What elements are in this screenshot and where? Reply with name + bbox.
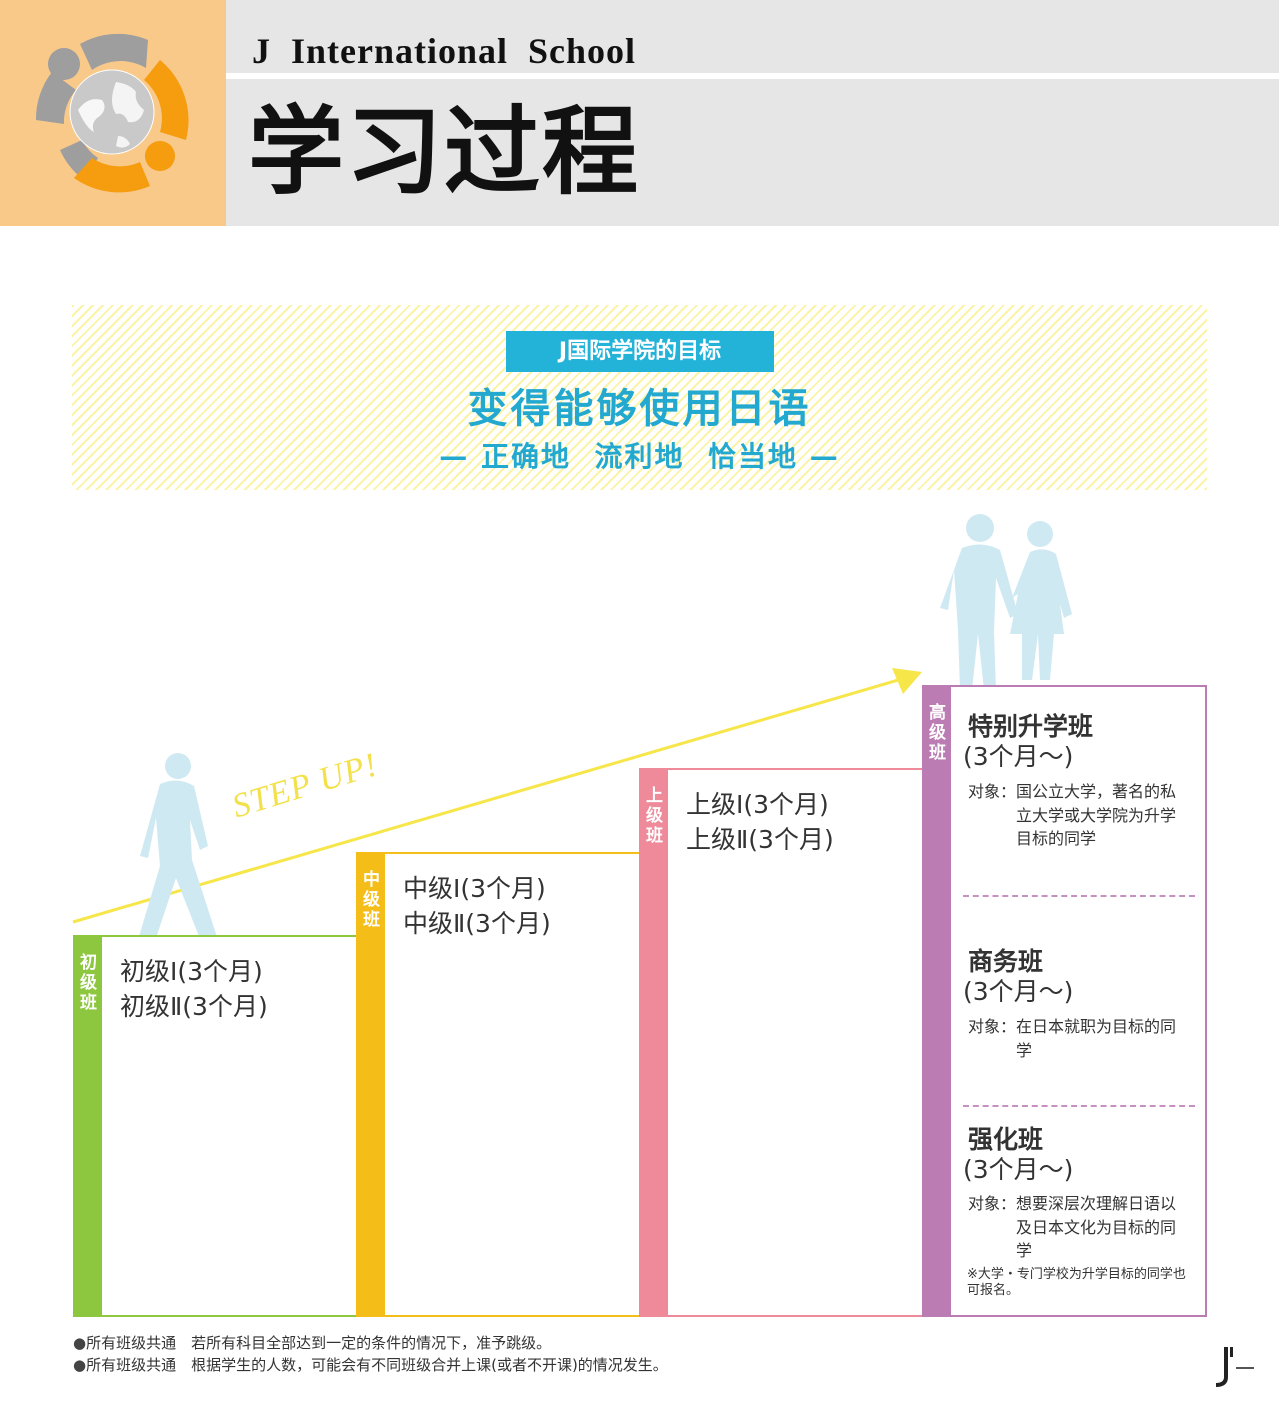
logo-orange-arc-bottom	[74, 158, 150, 193]
logo-gray-arc-left	[35, 72, 76, 124]
course-special-duration: (3个月～)	[963, 742, 1074, 771]
course-intensive-name: 强化班	[968, 1125, 1044, 1154]
logo-orange-arc-right	[144, 60, 189, 140]
course-special-name: 特别升学班	[968, 712, 1094, 741]
course-special-target-text: 国公立大学，著名的私立大学或大学院为升学目标的同学	[1016, 782, 1177, 848]
course-business-target-label: 对象：	[968, 1017, 1017, 1036]
step-intermediate-tab: 中级班	[358, 854, 385, 1315]
beginner-level-1: 初级Ⅰ(3个月)	[120, 957, 263, 986]
footnote-2-text: 所有班级共通 根据学生的人数，可能会有不同班级合并上课(或者不开课)的情况发生。	[86, 1356, 668, 1374]
upper-level-1: 上级Ⅰ(3个月)	[686, 790, 829, 819]
school-name: J International School	[252, 31, 637, 71]
title-divider	[226, 73, 1279, 79]
course-intensive-target-label: 对象：	[968, 1194, 1017, 1213]
step-upper: 上级班 上级Ⅰ(3个月) 上级Ⅱ(3个月)	[639, 768, 924, 1317]
course-special-target: 对象：国公立大学，著名的私立大学或大学院为升学目标的同学	[968, 780, 1186, 851]
intermediate-level-2: 中级Ⅱ(3个月)	[403, 909, 551, 938]
step-advanced-tab: 高级班	[924, 687, 951, 1315]
course-business-target: 对象：在日本就职为目标的同学	[968, 1015, 1186, 1062]
course-intensive-duration: (3个月～)	[963, 1155, 1074, 1184]
footnote-2: ●所有班级共通 根据学生的人数，可能会有不同班级合并上课(或者不开课)的情况发生…	[73, 1355, 668, 1375]
logo-gray-arc-top	[80, 33, 148, 70]
step-intermediate: 中级班 中级Ⅰ(3个月) 中级Ⅱ(3个月)	[356, 852, 641, 1317]
footnote-1-bullet: ●	[73, 1334, 87, 1352]
logo-panel	[0, 0, 226, 226]
beginner-level-2: 初级Ⅱ(3个月)	[120, 992, 268, 1021]
couple-silhouette-icon	[940, 514, 1072, 690]
step-beginner: 初级班 初级Ⅰ(3个月) 初级Ⅱ(3个月)	[73, 935, 358, 1317]
upper-level-2: 上级Ⅱ(3个月)	[686, 825, 834, 854]
step-up-arrow-head	[892, 668, 922, 694]
goal-badge: J国际学院的目标	[506, 331, 774, 372]
intermediate-level-1: 中级Ⅰ(3个月)	[403, 874, 546, 903]
logo-orange-dot	[145, 141, 175, 171]
goal-main-text: 变得能够使用日语	[467, 386, 812, 432]
title-panel	[226, 0, 1279, 226]
logo-gray-dot	[48, 48, 80, 80]
brand-mark-icon	[1215, 1347, 1254, 1387]
course-divider-1	[963, 895, 1195, 897]
step-upper-tab: 上级班	[641, 770, 668, 1315]
footnote-1-text: 所有班级共通 若所有科目全部达到一定的条件的情况下，准予跳级。	[86, 1334, 552, 1352]
footnote-2-bullet: ●	[73, 1356, 87, 1374]
advanced-note: ※大学・专门学校为升学目标的同学也可报名。	[967, 1267, 1186, 1298]
course-intensive-target: 对象：想要深层次理解日语以及日本文化为目标的同学	[968, 1192, 1186, 1263]
course-business-duration: (3个月～)	[963, 977, 1074, 1006]
goal-sub-text: — 正确地 流利地 恰当地 —	[439, 440, 840, 473]
walking-person-icon	[138, 753, 218, 944]
course-business-target-text: 在日本就职为目标的同学	[1016, 1017, 1177, 1060]
footnote-1: ●所有班级共通 若所有科目全部达到一定的条件的情况下，准予跳级。	[73, 1333, 551, 1353]
page-title: 学习过程	[248, 96, 640, 208]
step-beginner-tab: 初级班	[75, 937, 102, 1315]
course-divider-2	[963, 1105, 1195, 1107]
course-special-target-label: 对象：	[968, 782, 1017, 801]
course-business-name: 商务班	[968, 947, 1044, 976]
step-up-label: STEP UP!	[228, 746, 383, 826]
school-logo-icon	[35, 33, 189, 193]
step-advanced: 高级班 特别升学班 (3个月～) 对象：国公立大学，著名的私立大学或大学院为升学…	[922, 685, 1207, 1317]
course-intensive-target-text: 想要深层次理解日语以及日本文化为目标的同学	[1016, 1194, 1177, 1260]
